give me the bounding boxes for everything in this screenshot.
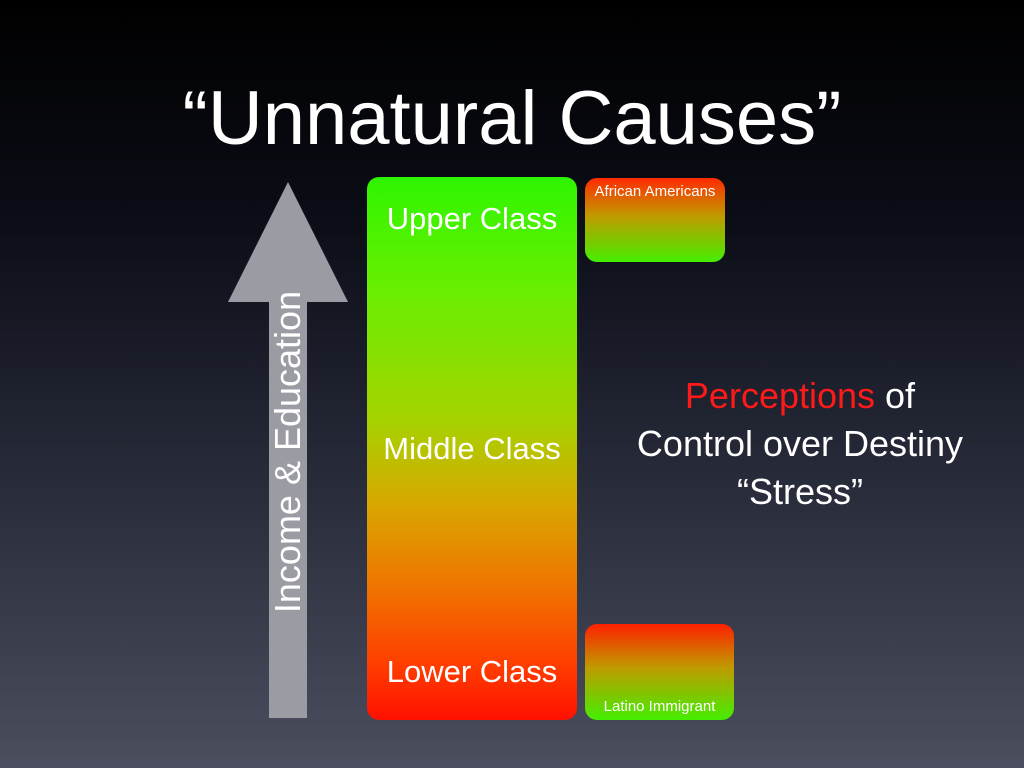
lower-class-label: Lower Class	[386, 654, 558, 689]
perceptions-text: Perceptions of Control over Destiny “Str…	[600, 372, 1000, 516]
income-education-arrow	[226, 182, 350, 718]
perceptions-line-2: Control over Destiny	[636, 423, 964, 464]
african-americans-box: African Americans	[585, 178, 725, 262]
middle-class-label: Middle Class	[383, 431, 561, 466]
latino-immigrant-label: Latino Immigrant	[603, 698, 716, 715]
upper-class-label: Upper Class	[386, 201, 558, 236]
slide-title: “Unnatural Causes”	[182, 76, 842, 161]
african-americans-label: African Americans	[594, 183, 716, 200]
perceptions-line-1: Perceptions of	[600, 372, 1000, 420]
axis-label: Income & Education	[267, 290, 308, 614]
perceptions-line-3: “Stress”	[737, 471, 863, 512]
latino-immigrant-box: Latino Immigrant	[585, 624, 734, 720]
up-arrow-icon	[228, 182, 348, 718]
class-bar: Upper Class Middle Class Lower Class	[367, 177, 577, 720]
perceptions-highlight: Perceptions	[684, 375, 876, 416]
perceptions-of: of	[875, 375, 916, 416]
